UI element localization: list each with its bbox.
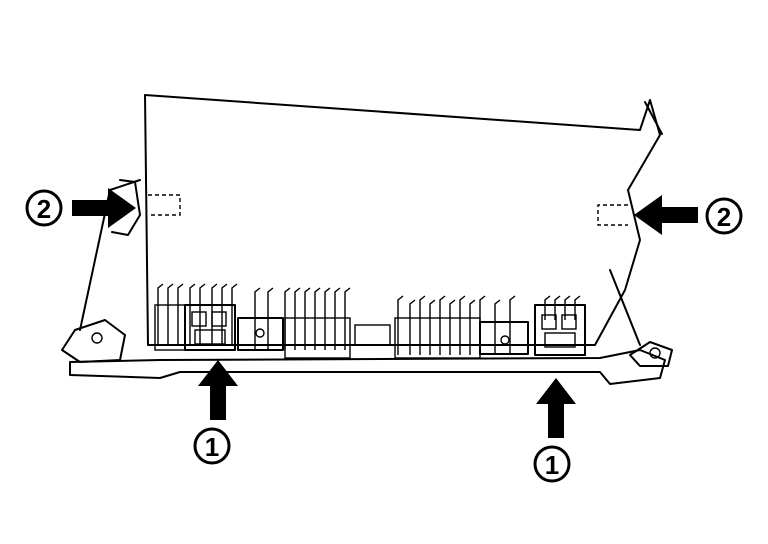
connector-pin (544, 295, 551, 320)
callout-2-left: 2 (25, 189, 63, 227)
connector-pin (439, 295, 446, 355)
arrow-right-left (72, 188, 136, 228)
callout-label: 2 (717, 202, 731, 232)
connector-pin (429, 299, 436, 355)
connector-pin (334, 287, 341, 350)
connector-pin (284, 287, 291, 350)
connector-pin (157, 283, 164, 345)
connector-body (394, 317, 481, 359)
connector-pin (409, 299, 416, 355)
clip-blocks (111, 179, 628, 356)
connector-pin (509, 295, 516, 355)
callout-label: 1 (545, 450, 559, 480)
connectors (154, 283, 581, 359)
connector-pin (344, 287, 351, 350)
arrow-up-right (536, 378, 576, 438)
connector-pin (397, 295, 404, 355)
connector-pin (449, 299, 456, 355)
connector-pin (419, 295, 426, 355)
connector-pin (574, 295, 581, 320)
arrow-left-right (634, 195, 698, 235)
connector-pin (324, 287, 331, 350)
connector-body (284, 317, 351, 359)
connector-pin (167, 283, 174, 345)
connector-pin (494, 299, 501, 355)
arrow-up-left (198, 360, 238, 420)
connector-pin (294, 287, 301, 350)
connector-body (154, 304, 186, 351)
base-plate (61, 179, 673, 385)
connector-pin (231, 283, 238, 345)
callout-label: 2 (37, 194, 51, 224)
connector-pin (459, 295, 466, 355)
connector-pin (189, 283, 196, 345)
connector-pin (211, 283, 218, 345)
connector-pin (314, 287, 321, 350)
connector-pin (554, 295, 561, 320)
connector-pin (564, 295, 571, 320)
connector-pin (177, 283, 184, 345)
connector-pin (199, 283, 206, 345)
callout-1-right: 1 (533, 445, 571, 483)
connector-pin (267, 287, 274, 350)
callout-2-right: 2 (705, 197, 743, 235)
connector-pin (304, 287, 311, 350)
callout-1-left: 1 (193, 427, 231, 465)
connector-body (354, 324, 391, 346)
connector-pin (254, 287, 261, 350)
callout-label: 1 (205, 432, 219, 462)
connector-pin (469, 299, 476, 355)
